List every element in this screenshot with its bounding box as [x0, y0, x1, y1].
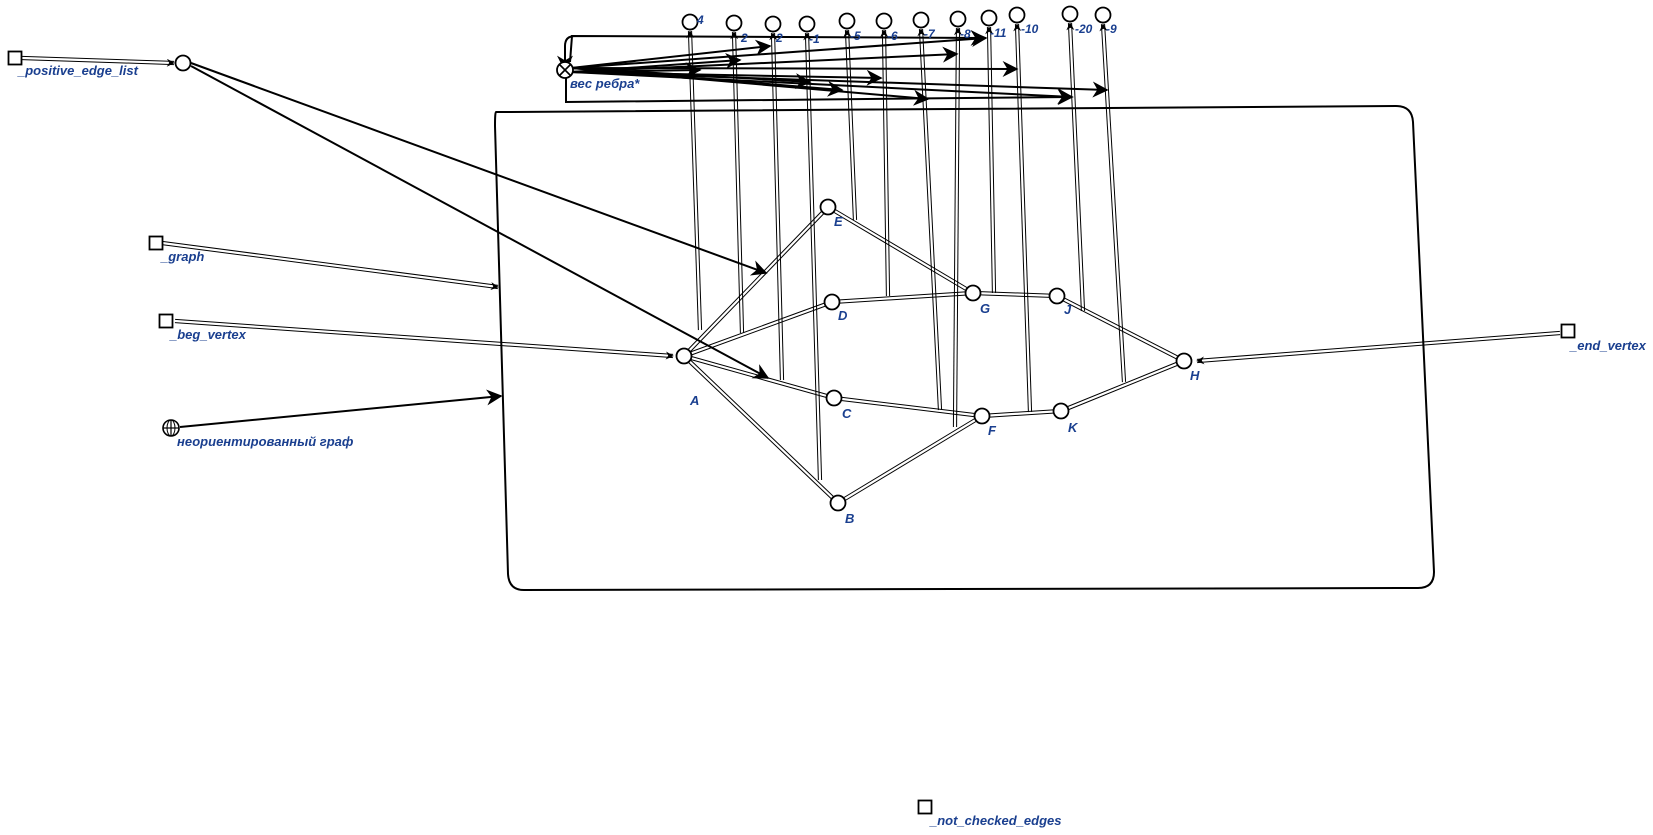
weight-arc-6 — [917, 28, 943, 411]
beg-vertex-label: _beg_vertex — [169, 327, 247, 342]
graph-edge-a-d — [683, 300, 833, 358]
vertex-node-g[interactable] — [964, 284, 982, 302]
positive-edge-list-target-node[interactable] — [174, 54, 192, 72]
vertex-label-g: G — [980, 301, 990, 316]
weight-arc-5 — [880, 29, 891, 297]
positive-edge-list-square-icon[interactable] — [7, 50, 23, 66]
weight-arc-11 — [1099, 23, 1127, 383]
vertex-label-f: F — [988, 423, 997, 438]
graph-edge-b-f — [836, 414, 984, 505]
vertex-label-k: K — [1068, 420, 1079, 435]
weight-node-1[interactable] — [725, 14, 743, 32]
vertex-label-c: C — [842, 406, 852, 421]
vertex-label-e: E — [834, 214, 843, 229]
weight-label-2: 2 — [775, 31, 783, 45]
weight-label-3: -1 — [809, 32, 820, 46]
graph-edge-a-e — [682, 205, 830, 358]
weight-label-10: -20 — [1075, 22, 1093, 36]
class-node-arrow — [179, 389, 503, 428]
weight-label-1: 2 — [740, 31, 748, 45]
weight-node-0[interactable] — [681, 13, 699, 31]
globe-node-icon[interactable] — [162, 419, 180, 437]
graph-edge-a-c — [683, 353, 835, 401]
relation-arrow-7 — [570, 71, 1074, 105]
weight-node-10[interactable] — [1061, 5, 1079, 23]
vertex-node-f[interactable] — [973, 407, 991, 425]
weight-node-5[interactable] — [875, 12, 893, 30]
weight-node-9[interactable] — [1008, 6, 1026, 24]
weight-arc-3 — [803, 32, 823, 481]
end-vertex-label: _end_vertex — [1569, 338, 1647, 353]
graph-edge-k-h — [1060, 359, 1185, 413]
weight-arc-4 — [843, 29, 858, 221]
vertex-node-e[interactable] — [819, 198, 837, 216]
vertex-label-a: A — [689, 393, 699, 408]
vertex-node-a[interactable] — [675, 347, 693, 365]
relation-arrow-2 — [570, 60, 1019, 77]
vertex-label-j: J — [1064, 302, 1072, 317]
positive-edge-list-arc — [21, 55, 175, 67]
structure-contour — [493, 104, 1436, 592]
weight-node-4[interactable] — [838, 12, 856, 30]
class-node-label: неориентированный граф — [177, 434, 354, 449]
not-checked-edges-square-icon[interactable] — [917, 799, 933, 815]
weight-arc-10 — [1066, 22, 1086, 312]
vertex-label-b: B — [845, 511, 854, 526]
weight-label-11: -9 — [1106, 22, 1117, 36]
graph-edge-e-g — [826, 205, 975, 295]
relation-loop-bottom — [565, 78, 1074, 106]
vertex-node-b[interactable] — [829, 494, 847, 512]
vertex-node-d[interactable] — [823, 293, 841, 311]
end-vertex-arc — [1196, 330, 1561, 365]
positive-edge-list-label: _positive_edge_list — [17, 63, 139, 78]
positive-edge-list-arrow-2 — [190, 65, 770, 379]
vertex-node-k[interactable] — [1052, 402, 1070, 420]
graph-edge-a-b — [682, 354, 840, 505]
relation-arrow-10 — [570, 67, 812, 90]
relation-arrow-11 — [570, 53, 742, 73]
weight-arc-7 — [952, 27, 962, 428]
beg-vertex-square-icon[interactable] — [158, 313, 174, 329]
graph-label: _graph — [160, 249, 204, 264]
weight-label-7: -8 — [960, 27, 971, 41]
weight-arc-2 — [769, 32, 785, 381]
graph-edge-f-k — [981, 408, 1062, 419]
weight-node-7[interactable] — [949, 10, 967, 28]
weight-label-8: -11 — [990, 26, 1007, 40]
vertex-label-h: H — [1190, 368, 1200, 383]
not-checked-edges-label: _not_checked_edges — [929, 813, 1062, 828]
weight-arc-0 — [686, 30, 703, 331]
relation-node-label: вес ребра* — [570, 76, 640, 91]
graph-edge-c-f — [833, 395, 983, 419]
positive-edge-list-arrow-1 — [190, 62, 768, 276]
weight-node-2[interactable] — [764, 15, 782, 33]
crossed-circle-icon[interactable] — [556, 61, 574, 79]
graph-edge-g-j — [972, 290, 1058, 299]
weight-label-9: -10 — [1021, 22, 1039, 36]
weight-node-3[interactable] — [798, 15, 816, 33]
vertex-node-j[interactable] — [1048, 287, 1066, 305]
weight-arc-9 — [1013, 23, 1033, 413]
weight-node-6[interactable] — [912, 11, 930, 29]
vertex-node-c[interactable] — [825, 389, 843, 407]
relation-arrow-8 — [570, 31, 988, 69]
weight-arc-8 — [985, 26, 997, 294]
end-vertex-square-icon[interactable] — [1560, 323, 1576, 339]
vertex-label-d: D — [838, 308, 848, 323]
graph-edge-d-g — [831, 290, 974, 305]
graph-square-icon[interactable] — [148, 235, 164, 251]
weight-label-6: -7 — [924, 27, 936, 41]
relation-arrow-0 — [570, 39, 772, 69]
weight-node-11[interactable] — [1094, 6, 1112, 24]
weight-label-5: -6 — [887, 29, 898, 43]
relation-loop-top — [569, 29, 987, 63]
weight-label-0: 4 — [696, 13, 704, 27]
graph-arc — [161, 240, 499, 291]
beg-vertex-arc — [174, 318, 674, 360]
weight-node-8[interactable] — [980, 9, 998, 27]
relation-arrow-6 — [570, 67, 930, 106]
vertex-node-h[interactable] — [1175, 352, 1193, 370]
weight-label-4: -5 — [850, 29, 861, 43]
